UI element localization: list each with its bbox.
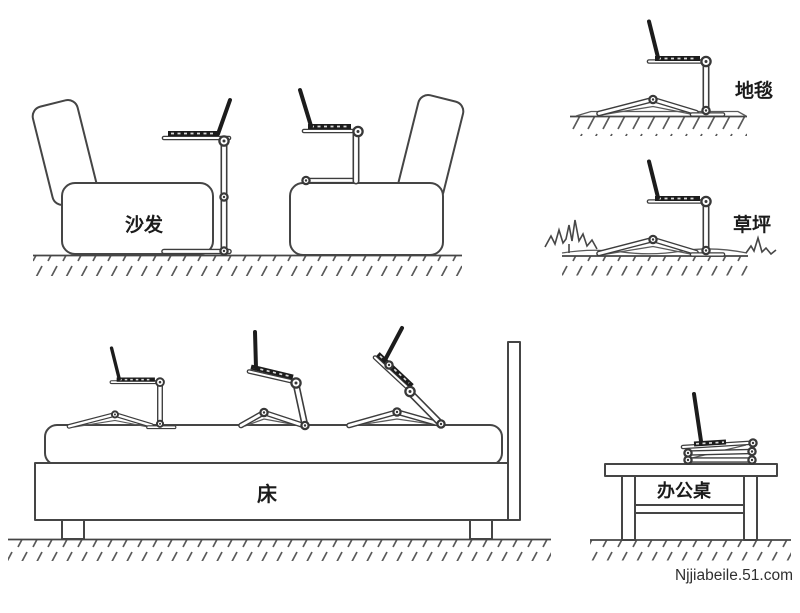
scene-lawn: 草坪 [544, 162, 777, 276]
laptop-screen [253, 330, 258, 370]
desk-label: 办公桌 [657, 480, 712, 501]
grass-tuft-right [745, 235, 777, 256]
sofa-body [61, 182, 214, 255]
laptop-screen [298, 88, 313, 128]
carpet-label: 地毯 [735, 79, 773, 102]
watermark: Njjiabeile.51.com [675, 567, 793, 584]
laptop-screen [692, 392, 703, 443]
lawn-surface [561, 248, 748, 255]
sofa-body [289, 182, 444, 256]
seat-laptop-stand [298, 88, 364, 186]
laptop-screen [216, 98, 232, 136]
laptop-stand-on-carpet [599, 22, 723, 115]
bed-leg [469, 519, 493, 540]
scene-sofa: 沙发 [31, 88, 465, 276]
floor-hatching [8, 540, 551, 561]
scene-desk: 办公桌 [590, 392, 791, 561]
laptop-stand-on-lawn [599, 162, 723, 255]
laptop-stand-folded [680, 392, 758, 465]
scene-carpet: 地毯 [570, 22, 773, 136]
laptop-stand-upright [69, 348, 174, 427]
sofa-label: 沙发 [125, 213, 164, 236]
desk-leg [743, 475, 758, 541]
bed-mattress [44, 424, 503, 466]
bed-headboard [507, 341, 521, 521]
bed-label: 床 [257, 482, 278, 506]
scene-bed: 床 [8, 326, 551, 561]
bed-leg [61, 519, 85, 540]
floor-laptop-stand [161, 98, 232, 256]
laptop-screen [383, 326, 404, 362]
desk-crossbar [634, 504, 745, 514]
laptop-stand-tilted [238, 330, 310, 431]
carpet-outline [575, 110, 747, 117]
floor-hatching [590, 540, 791, 561]
bed-frame [34, 462, 511, 521]
floor-hatching [33, 256, 462, 276]
floor-hatching [570, 117, 747, 136]
laptop-stand-steep [346, 326, 446, 429]
desk-top [604, 463, 778, 477]
lawn-label: 草坪 [733, 213, 771, 236]
desk-leg [621, 475, 636, 541]
grass-tuft-left [544, 219, 598, 250]
floor-hatching [562, 256, 748, 276]
